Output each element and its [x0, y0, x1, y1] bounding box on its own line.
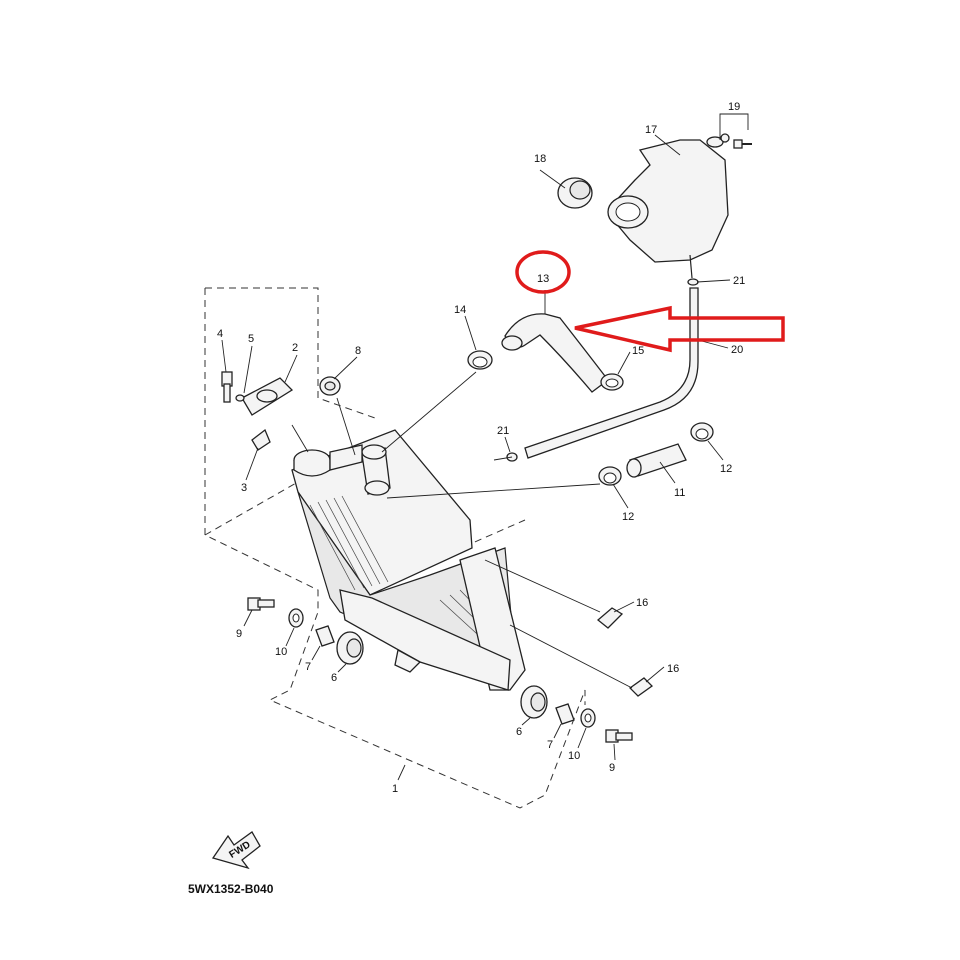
callout-9-right: 9	[609, 762, 615, 774]
callout-15: 15	[632, 345, 644, 357]
callout-14: 14	[454, 304, 466, 316]
part-12-clamp-left	[598, 466, 622, 486]
leader-lines	[221, 113, 749, 781]
callout-labels: 1 2 3 4 5 6 6 7 7 8 9 9 10 10 11 12 12 1…	[217, 101, 745, 795]
part-20-pipe	[524, 287, 699, 459]
callout-13: 13	[537, 273, 549, 285]
part-11-hose	[626, 443, 687, 478]
callout-1: 1	[392, 783, 398, 795]
radiator-core	[291, 429, 526, 691]
callout-2: 2	[292, 342, 298, 354]
callout-16-upper: 16	[636, 597, 648, 609]
part-10-washer-right	[580, 708, 596, 728]
callout-19: 19	[728, 101, 740, 113]
part-8-grommet	[319, 376, 341, 396]
part-9-bolt-left	[247, 597, 275, 611]
part-18-cap	[557, 177, 593, 209]
fwd-arrow-icon: FWD	[211, 831, 261, 870]
callout-7-left: 7	[305, 661, 311, 673]
callout-6-left: 6	[331, 672, 337, 684]
part-6-grommet-right	[520, 685, 548, 719]
part-7-collar-left	[315, 625, 335, 647]
callout-17: 17	[645, 124, 657, 136]
callout-4: 4	[217, 328, 223, 340]
part-2-plate	[241, 377, 294, 416]
callout-18: 18	[534, 153, 546, 165]
part-14-clamp	[467, 350, 493, 370]
part-16-bracket-upper	[596, 607, 624, 629]
part-6-grommet-left	[336, 631, 364, 665]
callout-6-right: 6	[516, 726, 522, 738]
callout-5: 5	[248, 333, 254, 345]
callout-21-upper: 21	[733, 275, 745, 287]
callout-21-lower: 21	[497, 425, 509, 437]
part-16-bracket-lower	[628, 677, 654, 697]
callout-7-right: 7	[547, 739, 553, 751]
highlight-circle	[515, 250, 571, 294]
part-9-bolt-right	[605, 729, 633, 743]
part-7-collar-right	[555, 703, 575, 725]
callout-10-right: 10	[568, 750, 580, 762]
callout-16-lower: 16	[667, 663, 679, 675]
part-12-clamp-right	[690, 422, 714, 442]
callout-12-right: 12	[720, 463, 732, 475]
highlight-arrow	[574, 305, 785, 353]
part-10-washer-left	[288, 608, 304, 628]
highlight-annotation	[515, 250, 785, 353]
part-15-clamp	[600, 373, 624, 391]
callout-9-left: 9	[236, 628, 242, 640]
part-5-washer	[235, 394, 245, 402]
callout-3: 3	[241, 482, 247, 494]
callout-8: 8	[355, 345, 361, 357]
part-19-bolt	[720, 133, 752, 149]
part-3-clip	[251, 428, 271, 451]
callout-10-left: 10	[275, 646, 287, 658]
callout-20: 20	[731, 344, 743, 356]
part-13-hose	[501, 313, 609, 393]
diagram-code: 5WX1352-B040	[188, 882, 274, 896]
callout-12-left: 12	[622, 511, 634, 523]
part-17-reservoir-tank	[607, 136, 729, 279]
callout-11: 11	[674, 487, 685, 499]
part-21-clip-upper	[687, 278, 699, 286]
part-4-bolt	[221, 371, 233, 403]
